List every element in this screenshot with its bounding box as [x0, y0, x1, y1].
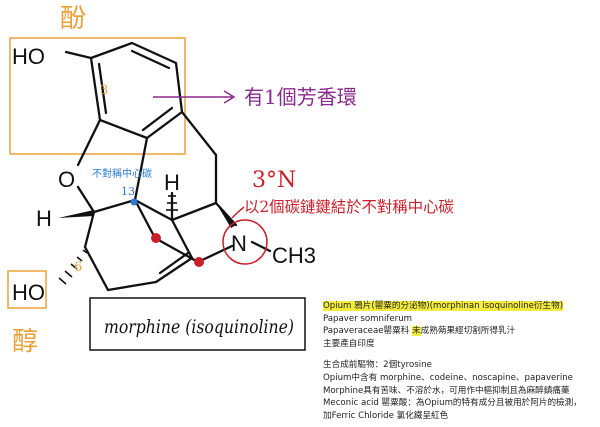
atom-ho-top: HO [12, 44, 45, 69]
red-pointer [231, 206, 245, 219]
notes-line-6: Opium中含有 morphine、codeine、noscapine、papa… [323, 372, 573, 383]
tertiary-amine-label: 3°N [252, 168, 296, 193]
compound-name: morphine (isoquinoline) [104, 316, 294, 338]
notes-line-5: 生合成前驅物：2個tyrosine [323, 360, 432, 371]
wedge-bond [58, 210, 94, 218]
phenol-label: 酚 [60, 4, 86, 34]
chiral-center-label: 不對稱中心碳 [92, 167, 152, 180]
atom-ho-bottom: HO [12, 280, 45, 305]
phenol-box [9, 37, 186, 155]
hashed-bond [58, 249, 88, 285]
notes-line-1: Opium 鴉片(罌粟的分泌物)(morphinan isoquinoline衍… [323, 301, 564, 311]
notes-line-4: 主要產自印度 [323, 338, 375, 349]
nitrogen-circle [222, 219, 268, 265]
notes-line-2: Papaver somniferum [323, 313, 413, 324]
position-13: 13 [121, 185, 135, 198]
name-box [89, 297, 306, 351]
notes-line-7: Morphine具有苦味、不溶於水，可用作中樞抑制且為麻醉鎮痛藥 [323, 385, 570, 396]
hashed-bond-top [166, 195, 178, 211]
chiral-center-dot [130, 198, 138, 206]
alcohol-box [7, 270, 47, 309]
atom-ch3: CH3 [272, 243, 316, 268]
atom-h-left: H [36, 206, 52, 231]
chiral-link-label: 以2個碳鏈鍵結於不對稱中心碳 [244, 198, 454, 216]
alcohol-label: 醇 [12, 327, 38, 357]
arrow-head [223, 90, 236, 104]
chain-carbon-dot [194, 257, 204, 267]
molecule-skeleton [64, 41, 272, 292]
position-6: 6 [74, 260, 82, 275]
notes-line-8: Meconic acid 罌粟酸：為Opium的特有成分且被用於阿片的檢測， [323, 398, 582, 409]
chain-carbon-dot [151, 233, 161, 243]
notes-line-3: Papaveraceae罌粟科 未成熟蒴果經切割所得乳汁 [323, 326, 516, 337]
aromatic-ring-label: 有1個芳香環 [244, 85, 357, 109]
notes-panel: Opium 鴉片(罌粟的分泌物)(morphinan isoquinoline衍… [323, 300, 598, 422]
position-3: 3 [100, 83, 108, 98]
atom-n: N [231, 231, 247, 256]
atom-o: O [58, 167, 75, 192]
wedge-bond-right [216, 203, 236, 228]
notes-line-9: 加Ferric Chloride 氯化鐵呈紅色 [323, 410, 449, 421]
atom-h-center: H [164, 170, 180, 195]
